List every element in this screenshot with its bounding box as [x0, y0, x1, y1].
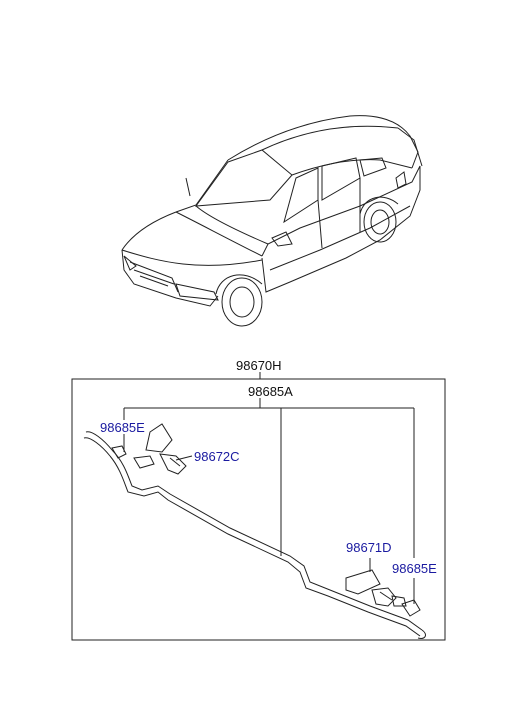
sedan-car-illustration: [121, 115, 423, 327]
washer-hose-assembly: [83, 423, 426, 639]
label-nozzle-right-98671D[interactable]: 98671D: [346, 540, 392, 555]
label-hose-98685A: 98685A: [248, 384, 293, 399]
label-assembly-98670H: 98670H: [236, 358, 282, 373]
label-nozzle-left-98672C[interactable]: 98672C: [194, 449, 240, 464]
leader-lines: [123, 372, 415, 604]
label-check-valve-left-98685E[interactable]: 98685E: [100, 420, 145, 435]
label-check-valve-right-98685E[interactable]: 98685E: [392, 561, 437, 576]
parts-box-frame: [71, 378, 446, 641]
